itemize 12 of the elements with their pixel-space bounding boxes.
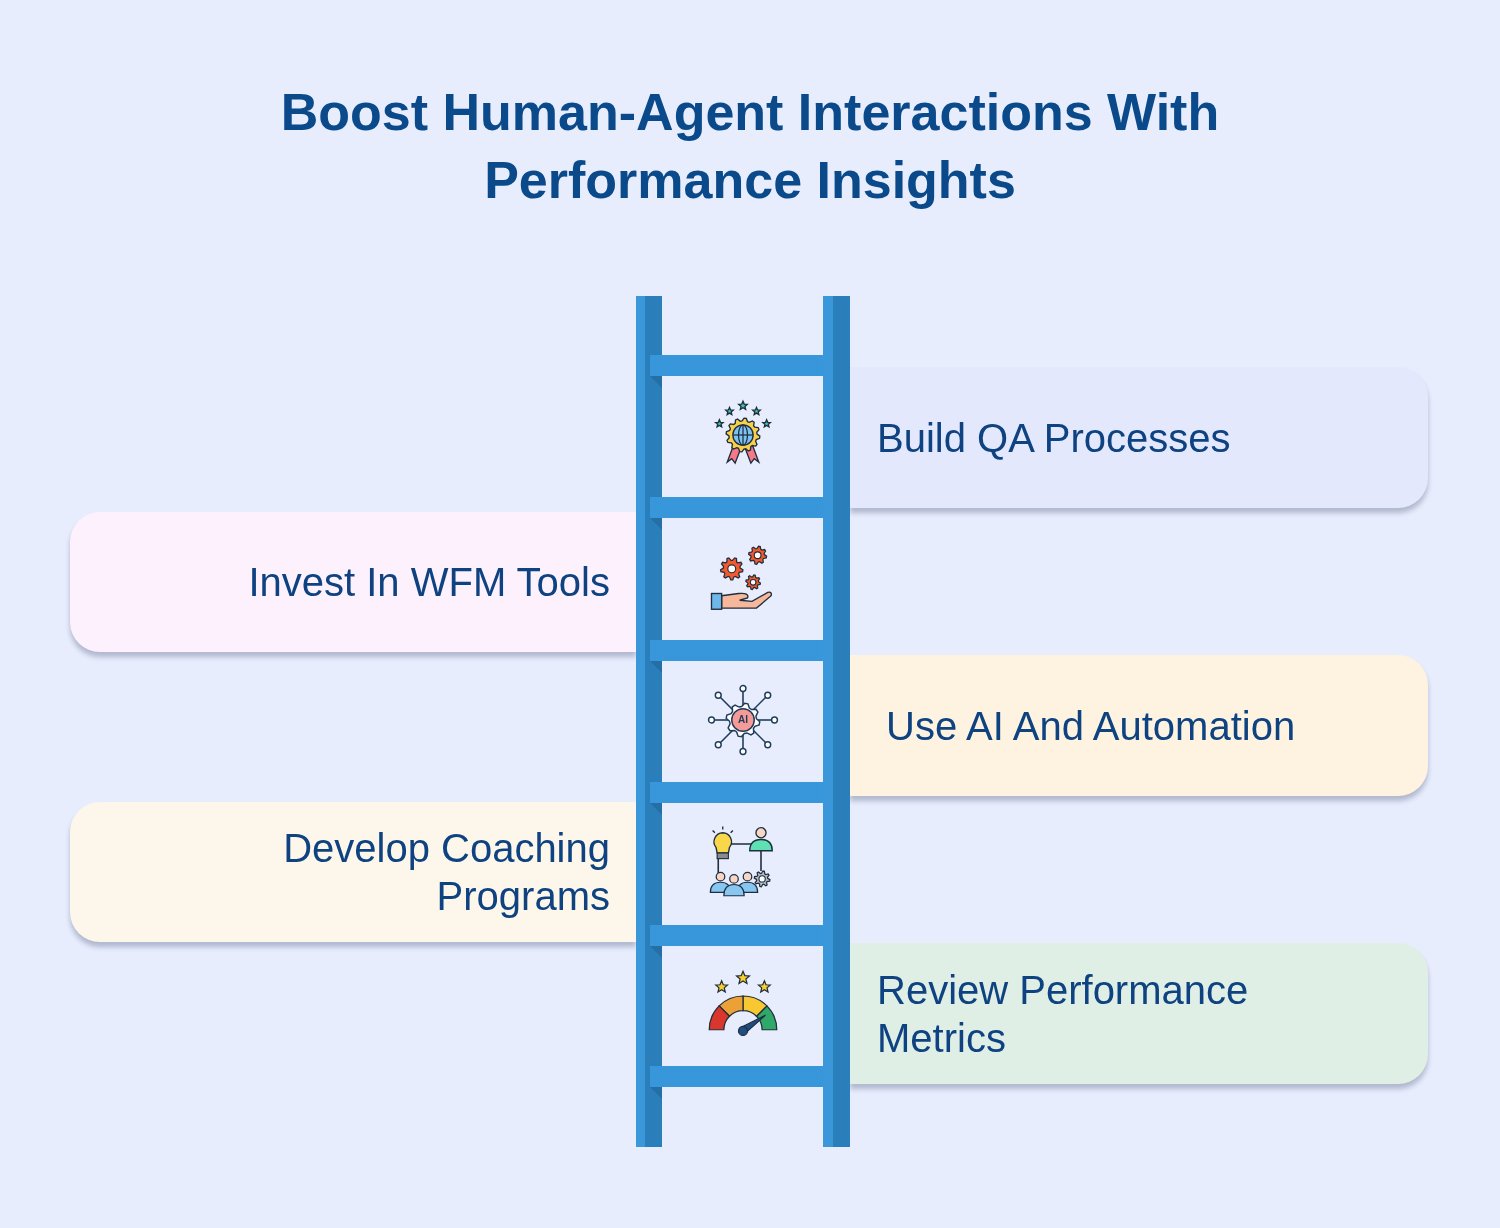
step-card [70, 802, 636, 942]
step-label: Build QA Processes [877, 414, 1231, 462]
step-card [850, 655, 1428, 796]
step-card [70, 512, 636, 652]
step-card [850, 367, 1428, 508]
icon-letters: AI [737, 713, 749, 727]
step-card [850, 943, 1428, 1084]
step-label: Develop Coaching Programs [282, 825, 610, 920]
title: Boost Human-Agent Interactions With Performance Insights [279, 82, 1221, 211]
step-label: Review Performance Metrics [877, 966, 1250, 1062]
step-label: Invest In WFM Tools [248, 559, 610, 606]
step-label: Use AI And Automation [886, 702, 1296, 750]
